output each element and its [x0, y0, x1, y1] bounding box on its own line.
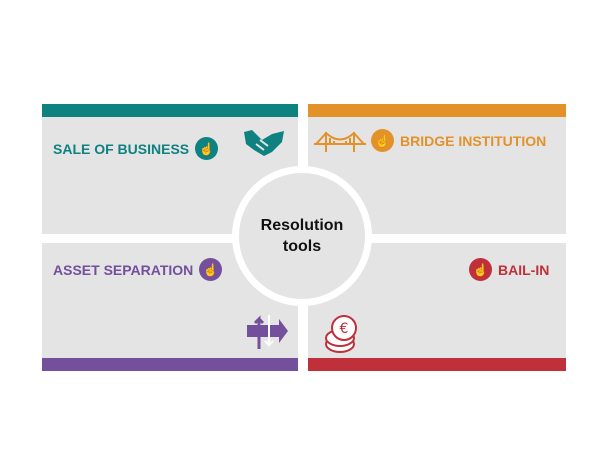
bail-in-bar — [308, 358, 566, 371]
euro-coins-icon: € — [325, 315, 357, 353]
pointer-hand-icon[interactable]: ☝ — [195, 137, 219, 160]
asset-separation-bar — [42, 358, 298, 371]
handshake-icon — [244, 130, 284, 156]
bridge-institution-bar — [308, 104, 566, 117]
sale-of-business-bar — [42, 104, 298, 117]
bridge-institution-label: BRIDGE INSTITUTION — [400, 132, 547, 149]
pointer-hand-icon[interactable]: ☝ — [469, 258, 492, 281]
center-line-1: Resolution — [260, 217, 344, 234]
center-line-2: tools — [282, 238, 322, 255]
bail-in-label: BAIL-IN — [498, 261, 550, 278]
asset-separation-label: ASSET SEPARATION — [53, 261, 194, 278]
svg-text:€: € — [340, 321, 349, 337]
bridge-institution-title[interactable]: ☝ BRIDGE INSTITUTION — [371, 129, 546, 152]
bail-in-title[interactable]: ☝ BAIL-IN — [469, 258, 549, 281]
separation-arrows-icon — [247, 315, 288, 349]
pointer-hand-icon[interactable]: ☝ — [371, 129, 394, 152]
bridge-icon — [314, 131, 366, 152]
sale-of-business-title[interactable]: SALE OF BUSINESS ☝ — [53, 137, 219, 160]
sale-of-business-label: SALE OF BUSINESS — [53, 140, 190, 157]
asset-separation-title[interactable]: ASSET SEPARATION ☝ — [53, 258, 223, 281]
pointer-hand-icon[interactable]: ☝ — [199, 258, 223, 281]
resolution-tools-center: Resolution tools — [232, 166, 372, 306]
